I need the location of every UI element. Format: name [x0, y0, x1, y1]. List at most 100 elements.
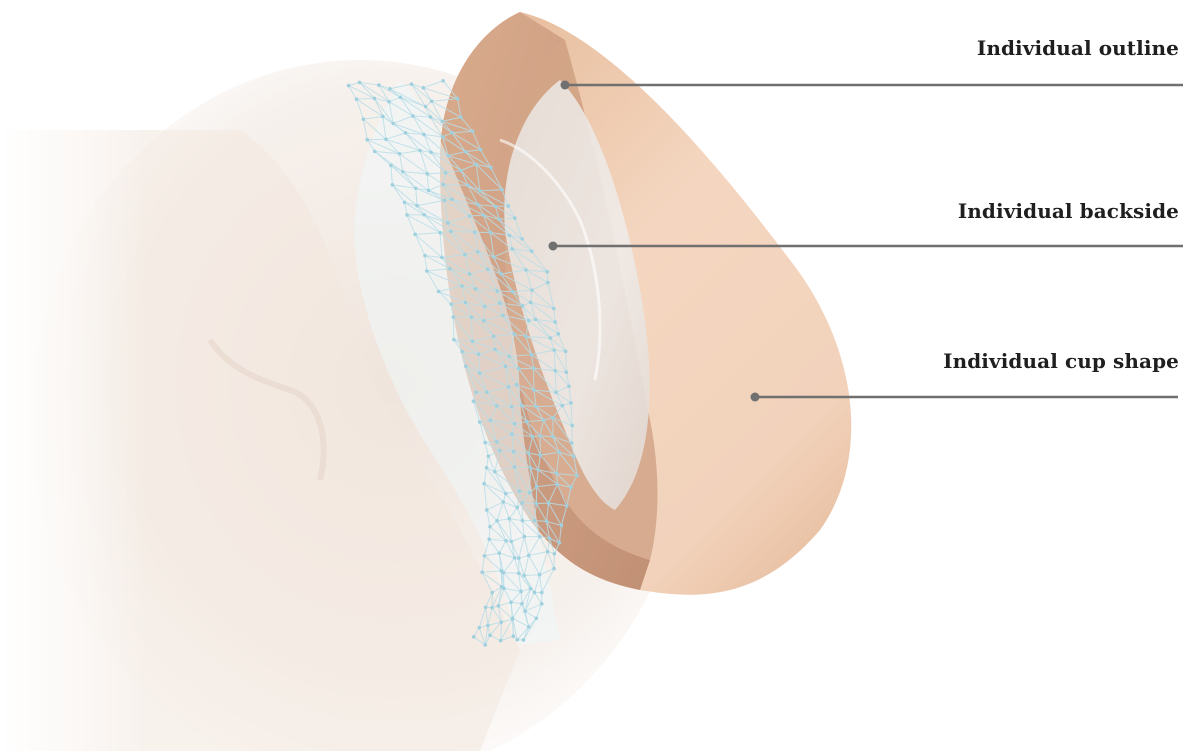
mesh-node — [464, 364, 468, 368]
mesh-node — [507, 385, 511, 389]
mesh-node — [555, 472, 559, 476]
mesh-node — [524, 268, 528, 272]
mesh-node — [472, 399, 476, 403]
mesh-node — [418, 149, 422, 153]
mesh-node — [413, 233, 417, 237]
mesh-node — [425, 269, 429, 273]
mesh-node — [358, 81, 362, 85]
mesh-node — [557, 332, 561, 336]
mesh-node — [531, 435, 535, 439]
mesh-node — [535, 502, 539, 506]
mesh-node — [538, 535, 542, 539]
mesh-node — [501, 314, 505, 318]
mesh-node — [561, 404, 565, 408]
mesh-node — [493, 470, 497, 474]
mesh-node — [476, 203, 480, 207]
mesh-node — [463, 253, 467, 257]
mesh-node — [530, 249, 534, 253]
mesh-node — [483, 554, 487, 558]
mesh-node — [498, 301, 502, 305]
mesh-node — [553, 552, 557, 556]
mesh-node — [410, 82, 414, 86]
mesh-node — [493, 348, 497, 352]
mesh-node — [557, 450, 561, 454]
mesh-node — [507, 355, 511, 359]
mesh-node — [381, 115, 385, 119]
mesh-node — [466, 184, 470, 188]
mesh-node — [539, 453, 543, 457]
mesh-node — [552, 348, 556, 352]
mesh-node — [495, 404, 499, 408]
mesh-node — [474, 163, 478, 167]
mesh-node — [347, 84, 351, 88]
mesh-node — [556, 482, 560, 486]
mesh-node — [523, 609, 527, 613]
mesh-node — [554, 369, 558, 373]
mesh-node — [564, 350, 568, 354]
mesh-node — [490, 591, 494, 595]
mesh-node — [507, 517, 511, 521]
mesh-node — [486, 267, 490, 271]
mesh-node — [485, 390, 489, 394]
mesh-node — [504, 539, 508, 543]
mesh-node — [483, 441, 487, 445]
mesh-node — [494, 205, 498, 209]
mesh-node — [538, 573, 542, 577]
mesh-node — [478, 420, 482, 424]
mesh-node — [499, 272, 503, 276]
mesh-node — [529, 466, 533, 470]
mesh-node — [401, 170, 405, 174]
mesh-node — [497, 551, 501, 555]
mesh-node — [511, 290, 515, 294]
mesh-node — [517, 556, 521, 560]
mesh-node — [535, 485, 539, 489]
mesh-node — [538, 434, 542, 438]
mesh-node — [384, 137, 388, 141]
label-individual-backside: Individual backside — [958, 199, 1179, 223]
mesh-node — [488, 525, 492, 529]
mesh-node — [492, 334, 496, 338]
mesh-node — [449, 230, 453, 234]
mesh-node — [513, 556, 517, 560]
mesh-node — [483, 305, 487, 309]
label-individual-cup-shape: Individual cup shape — [943, 349, 1179, 373]
mesh-node — [488, 633, 492, 637]
mesh-node — [520, 237, 524, 241]
mesh-node — [521, 304, 525, 308]
mesh-node — [517, 571, 521, 575]
mesh-node — [414, 186, 418, 190]
mesh-node — [513, 422, 517, 426]
mesh-node — [477, 626, 481, 630]
mesh-node — [373, 97, 377, 101]
mesh-node — [532, 366, 536, 370]
mesh-node — [520, 602, 524, 606]
mesh-node — [460, 350, 464, 354]
mesh-node — [515, 638, 519, 642]
mesh-node — [500, 620, 504, 624]
mesh-node — [512, 634, 516, 638]
mesh-node — [441, 135, 445, 139]
mesh-node — [422, 133, 426, 137]
mesh-node — [569, 401, 573, 405]
mesh-node — [459, 169, 463, 173]
mesh-node — [485, 508, 489, 512]
mesh-node — [552, 567, 556, 571]
mesh-node — [489, 231, 493, 235]
mesh-node — [522, 638, 526, 642]
mesh-node — [572, 455, 576, 459]
mesh-node — [511, 617, 515, 621]
mesh-node — [398, 152, 402, 156]
mesh-edge — [453, 317, 454, 340]
mesh-node — [533, 591, 537, 595]
mesh-node — [530, 288, 534, 292]
mesh-node — [487, 537, 491, 541]
mesh-node — [391, 183, 395, 187]
mesh-node — [569, 486, 573, 490]
mesh-node — [473, 230, 477, 234]
mesh-node — [513, 465, 517, 469]
mesh-node — [478, 371, 482, 375]
mesh-node — [553, 320, 557, 324]
mesh-edge — [536, 503, 548, 504]
mesh-node — [468, 272, 472, 276]
